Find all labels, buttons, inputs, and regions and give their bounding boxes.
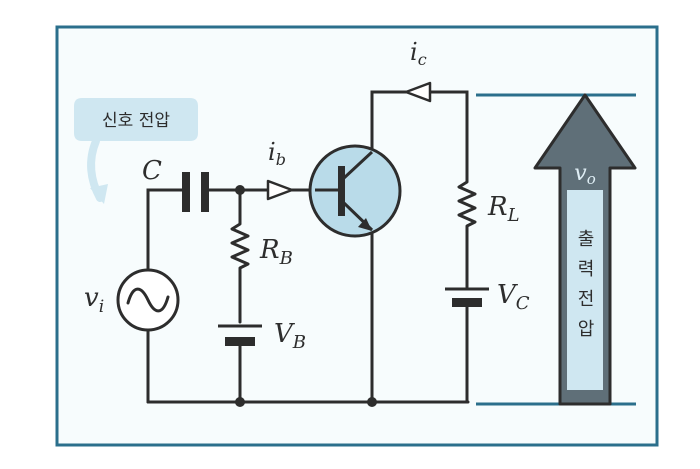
output-signal-char: 압 bbox=[578, 319, 595, 340]
load-resistor-icon bbox=[457, 176, 477, 232]
base-resistor-label: RB bbox=[259, 235, 293, 269]
signal-callout-box bbox=[74, 98, 198, 141]
input-voltage-label: vi bbox=[84, 283, 104, 317]
capacitor-label: C bbox=[142, 156, 162, 186]
collector-current-arrow-icon bbox=[404, 81, 432, 103]
output-signal-char: 출 bbox=[578, 229, 595, 250]
up-arrow-icon bbox=[533, 93, 637, 406]
npn-transistor-icon bbox=[308, 144, 402, 238]
junction-base bbox=[235, 185, 245, 195]
junction-ground-left bbox=[235, 397, 245, 407]
wires bbox=[146, 90, 470, 404]
collector-source-label: VC bbox=[497, 280, 530, 314]
base-resistor-icon bbox=[230, 218, 250, 274]
output-voltage-label: vo bbox=[574, 161, 595, 188]
collector-battery-icon bbox=[445, 287, 489, 307]
capacitor-icon bbox=[182, 172, 209, 212]
output-signal-char: 력 bbox=[578, 259, 595, 280]
sine-wave-source-icon bbox=[116, 268, 180, 332]
base-source-label: VB bbox=[274, 319, 306, 353]
collector-current-label: ic bbox=[410, 38, 427, 69]
load-resistor-label: RL bbox=[487, 192, 520, 226]
output-signal-char: 전 bbox=[578, 289, 595, 310]
base-battery-icon bbox=[218, 324, 262, 346]
junction-ground-right bbox=[367, 397, 377, 407]
input-wire-top bbox=[146, 188, 185, 272]
base-current-label: ib bbox=[268, 138, 286, 169]
callout-arrow-head-icon bbox=[90, 184, 108, 204]
base-current-arrow-icon bbox=[266, 179, 294, 201]
signal-voltage-label: 신호 전압 bbox=[102, 111, 170, 131]
output-signal-label: 출 력 전 압 bbox=[578, 229, 595, 340]
